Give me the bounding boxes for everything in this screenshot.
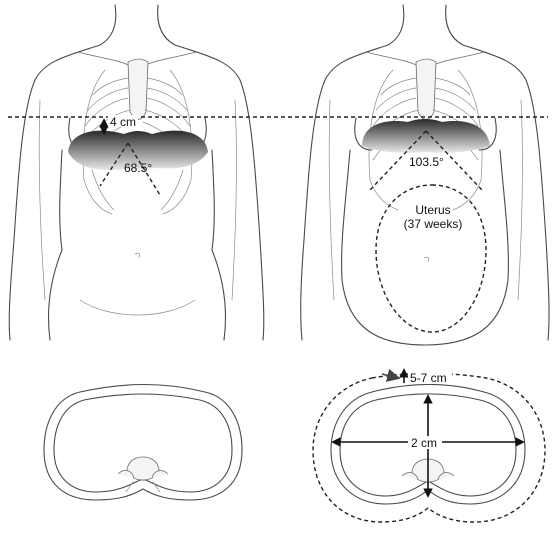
left-cross-section: [44, 385, 242, 501]
circumference-label: 5-7 cm: [410, 371, 447, 385]
distance-label: 4 cm: [110, 115, 136, 129]
angle-label-right: 103.5°: [409, 155, 444, 169]
uterus-weeks-label: (37 weeks): [404, 217, 463, 231]
diaphragm-dome-right: [362, 119, 490, 153]
angle-label-left: 68.5°: [124, 161, 152, 175]
right-torso: [301, 5, 549, 345]
navel-icon: [424, 257, 429, 261]
diameter-label: 2 cm: [411, 436, 437, 450]
navel-icon: [135, 253, 140, 257]
uterus-label: Uterus: [415, 203, 450, 217]
